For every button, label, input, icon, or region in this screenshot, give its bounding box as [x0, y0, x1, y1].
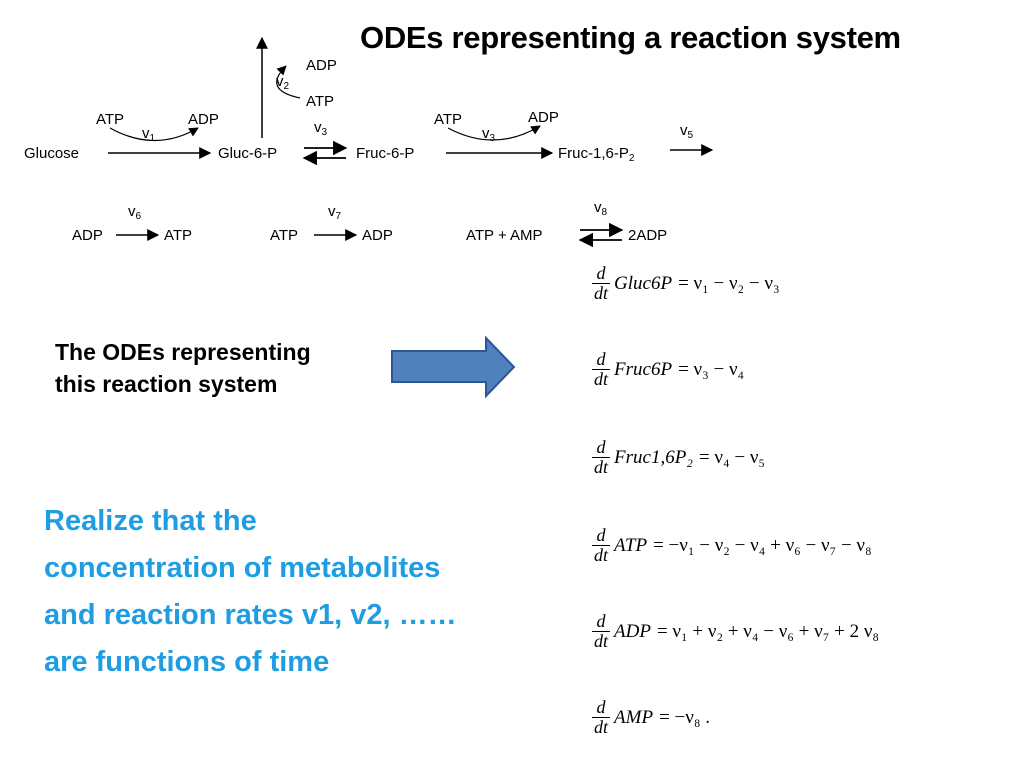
glucose-label: Glucose: [24, 145, 79, 162]
page-title: ODEs representing a reaction system: [360, 20, 901, 55]
v8-label: v8: [594, 199, 608, 218]
v5-label: v5: [680, 122, 694, 141]
fruc16p2-label: Fruc-1,6-P2: [558, 145, 635, 164]
v8-2adp-label: 2ADP: [628, 227, 667, 244]
gluc6p-label: Gluc-6-P: [218, 145, 277, 162]
v6-adp-label: ADP: [72, 227, 103, 244]
v2-atp-label: ATP: [306, 93, 334, 110]
v4-label: v3: [482, 125, 496, 144]
v6-atp-label: ATP: [164, 227, 192, 244]
v1-cofactor-curve: [109, 127, 199, 142]
v8-atp-amp-label: ATP + AMP: [466, 227, 543, 244]
v7-atp-label: ATP: [270, 227, 298, 244]
v2-adp-label: ADP: [306, 57, 337, 74]
v2-cofactor-curve: [276, 65, 301, 99]
v1-adp-label: ADP: [188, 111, 219, 128]
v1-atp-label: ATP: [96, 111, 124, 128]
v3-label: v3: [314, 119, 328, 138]
time-dependence-note: Realize that the concentration of metabo…: [44, 505, 457, 678]
odes-caption: The ODEs representing this reaction syst…: [55, 339, 311, 397]
v4-cofactor-curve: [447, 125, 541, 141]
fruc6p-label: Fruc-6-P: [356, 145, 414, 162]
v7-adp-label: ADP: [362, 227, 393, 244]
block-arrow: [391, 335, 516, 399]
v4-adp-label: ADP: [528, 109, 559, 126]
v6-label: v6: [128, 203, 142, 222]
v7-label: v7: [328, 203, 342, 222]
v4-atp-label: ATP: [434, 111, 462, 128]
v2-label: v2: [276, 73, 290, 92]
v1-label: v1: [142, 125, 156, 144]
